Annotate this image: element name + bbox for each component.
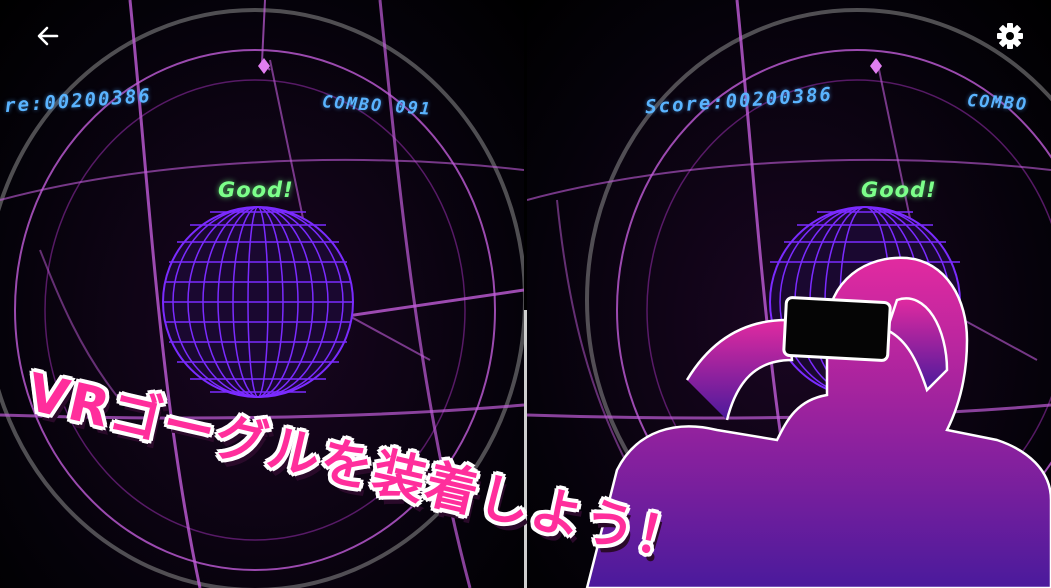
settings-button[interactable] [990, 16, 1030, 56]
gear-icon [997, 23, 1023, 49]
right-eye-scene [527, 0, 1051, 588]
left-eye-view: re:00200386 COMBO 091 Good! [0, 0, 524, 588]
judgement-text-left: Good! [218, 178, 294, 202]
right-eye-view: Score:00200386 COMBO Good! [527, 0, 1051, 588]
left-eye-scene [0, 0, 524, 588]
target-sphere [162, 206, 354, 398]
eye-divider [524, 310, 527, 588]
back-button[interactable] [28, 16, 68, 56]
person-with-vr-goggles-illustration [585, 256, 1051, 588]
arrow-left-icon [37, 26, 59, 46]
combo-readout-right: COMBO [966, 90, 1029, 116]
judgement-text-right: Good! [861, 178, 937, 202]
